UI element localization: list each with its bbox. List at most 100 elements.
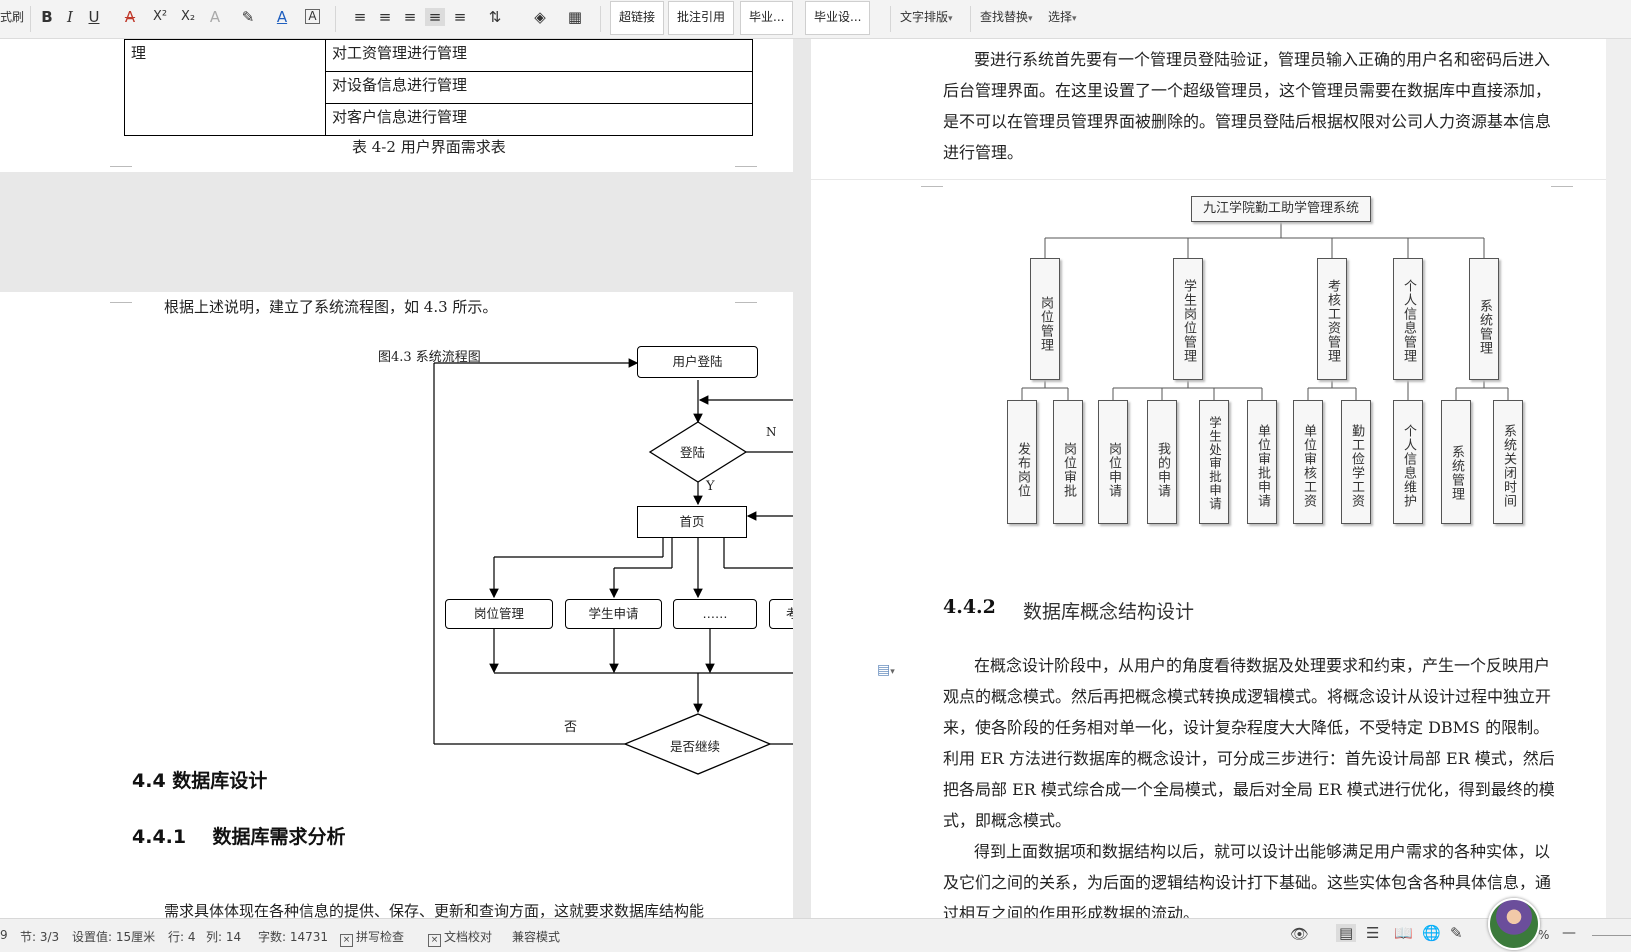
eye-protect-icon[interactable]: 👁 xyxy=(1290,925,1310,943)
page-1-bottom: 根据上述说明，建立了系统流程图，如 4.3 所示。 图4.3 系统流程图 xyxy=(0,292,793,918)
requirements-table: 理 对工资管理进行管理 对设备信息进行管理 对客户信息进行管理 xyxy=(124,39,753,136)
text-layout-label: 文字排版 xyxy=(900,10,949,24)
highlight-icon[interactable]: ✎ xyxy=(241,8,255,26)
justify-icon[interactable]: ≡ xyxy=(425,8,445,26)
flow-node-user-login: 用户登陆 xyxy=(637,346,758,378)
heading-4-4: 4.4 数据库设计 xyxy=(132,770,268,792)
body-paragraph: 过相互之间的作用形成数据的流动。 xyxy=(943,904,1200,918)
style-thesis-1[interactable]: 毕业... xyxy=(740,1,794,35)
body-paragraph: 进行管理。 xyxy=(943,143,1024,162)
body-paragraph: 要进行系统首先要有一个管理员登陆验证，管理员输入正确的用户名和密码后进入 xyxy=(974,50,1551,69)
body-paragraph: 及它们之间的关系，为后面的逻辑结构设计打下基础。这些实体包含各种具体信息，通 xyxy=(943,873,1552,892)
flow-label-no: N xyxy=(766,425,777,439)
align-left-icon[interactable]: ≡ xyxy=(353,8,367,26)
page-corner-mark xyxy=(735,166,757,172)
table-cell: 对工资管理进行管理 xyxy=(325,39,753,72)
italic-button[interactable]: I xyxy=(67,8,73,26)
toolbar-divider xyxy=(600,6,601,32)
page-corner-mark xyxy=(921,180,943,187)
find-replace-label: 查找替换 xyxy=(980,10,1029,24)
compat-mode: 兼容模式 xyxy=(512,930,561,944)
setting-value[interactable]: 设置值: 15厘米 xyxy=(72,930,156,944)
page-number[interactable]: 9 xyxy=(0,928,8,942)
spell-check-button[interactable]: ×拼写检查 xyxy=(340,928,404,947)
chevron-down-icon: ▾ xyxy=(890,667,895,677)
heading-4-4-2-number: 4.4.2 xyxy=(943,596,996,618)
proofread-button[interactable]: ×文档校对 xyxy=(428,928,492,947)
heading-4-4-1: 4.4.1 数据库需求分析 xyxy=(132,826,346,848)
web-view-icon[interactable]: 🌐 xyxy=(1422,924,1441,942)
org-mid-node: 学生岗位管理 xyxy=(1173,258,1203,380)
chevron-down-icon: ▾ xyxy=(1028,14,1033,24)
org-leaf-node: 勤工俭学工资 xyxy=(1341,400,1371,524)
vertical-scrollbar[interactable] xyxy=(1606,39,1631,918)
text-layout-button[interactable]: 文字排版▾ xyxy=(900,6,953,28)
row-indicator: 行: 4 xyxy=(168,930,196,944)
page-corner-mark xyxy=(735,294,757,303)
format-painter-button[interactable]: 式刷 xyxy=(0,10,25,24)
section-indicator[interactable]: 节: 3/3 xyxy=(20,930,60,944)
line-spacing-icon[interactable]: ⇅ xyxy=(488,8,502,26)
chevron-down-icon: ▾ xyxy=(1072,14,1077,24)
char-border-icon[interactable]: A xyxy=(305,9,320,24)
table-cell: 对客户信息进行管理 xyxy=(325,103,753,136)
page-2-main: 九江学院勤工助学管理系统 岗位管理 学生岗位管理 考核工资管理 个人信息管理 系… xyxy=(811,180,1606,918)
page-1-top: 理 对工资管理进行管理 对设备信息进行管理 对客户信息进行管理 表 4-2 用户… xyxy=(0,39,793,172)
distribute-icon[interactable]: ≡ xyxy=(453,8,467,26)
strikethrough-button[interactable]: A xyxy=(124,8,136,26)
page-view-icon[interactable]: ▤ xyxy=(1336,924,1357,942)
align-center-icon[interactable]: ≡ xyxy=(378,8,392,26)
org-mid-node: 个人信息管理 xyxy=(1393,258,1423,380)
toolbar-divider xyxy=(970,6,971,32)
find-replace-button[interactable]: 查找替换▾ xyxy=(980,6,1033,28)
org-leaf-node: 个人信息维护 xyxy=(1393,400,1423,524)
org-mid-node: 岗位管理 xyxy=(1030,258,1060,380)
table-cell: 理 xyxy=(124,39,326,136)
flow-node-login: 登陆 xyxy=(680,445,706,460)
org-leaf-node: 学生处审批申请 xyxy=(1199,400,1229,524)
column-indicator: 列: 14 xyxy=(206,930,242,944)
bold-button[interactable]: B xyxy=(41,8,53,26)
zoom-level[interactable]: % xyxy=(1538,928,1550,942)
zoom-slider[interactable] xyxy=(1592,935,1631,936)
align-right-icon[interactable]: ≡ xyxy=(403,8,417,26)
underline-button[interactable]: U xyxy=(88,8,100,26)
text-effect-icon[interactable]: A xyxy=(209,8,221,26)
zoom-out-icon[interactable]: — xyxy=(1562,925,1576,941)
pen-icon[interactable]: ✎ xyxy=(1450,924,1463,942)
style-comment-ref[interactable]: 批注引用 xyxy=(668,1,735,35)
flow-node-ellipsis: …… xyxy=(673,599,757,629)
shading-icon[interactable]: ◈ xyxy=(534,8,546,26)
page-corner-mark xyxy=(110,166,132,172)
reading-view-icon[interactable]: 📖 xyxy=(1394,924,1413,942)
body-paragraph: 后台管理界面。在这里设置了一个超级管理员，这个管理员需要在数据库中直接添加， xyxy=(943,81,1552,100)
chevron-down-icon: ▾ xyxy=(948,14,953,24)
body-paragraph: 把各局部 ER 模式综合成一个全局模式，最后对全局 ER 模式进行优化，得到最终… xyxy=(943,780,1555,799)
select-button[interactable]: 选择▾ xyxy=(1048,6,1077,28)
word-count[interactable]: 字数: 14731 xyxy=(258,930,329,944)
flowchart-lines xyxy=(433,358,793,775)
subscript-button[interactable]: X₂ xyxy=(180,9,196,24)
org-leaf-node: 系统关闭时间 xyxy=(1493,400,1523,524)
flow-label-negative: 否 xyxy=(564,720,578,735)
style-thesis-2[interactable]: 毕业设... xyxy=(805,1,871,35)
proofread-label: 文档校对 xyxy=(444,930,493,944)
toolbar-divider xyxy=(890,6,891,32)
body-paragraph: 式，即概念模式。 xyxy=(943,811,1072,830)
paragraph-handle-icon[interactable]: ▤▾ xyxy=(877,662,895,678)
body-paragraph: 得到上面数据项和数据结构以后，就可以设计出能够满足用户需求的各种实体，以 xyxy=(974,842,1551,861)
superscript-button[interactable]: X² xyxy=(152,9,168,24)
outline-view-icon[interactable]: ☰ xyxy=(1366,924,1380,942)
body-paragraph: 来，使各阶段的任务相对单一化，设计复杂程度大大降低，不受特定 DBMS 的限制。 xyxy=(943,718,1550,737)
body-paragraph: 利用 ER 方法进行数据库的概念设计，可分成三步进行：首先设计局部 ER 模式，… xyxy=(943,749,1555,768)
borders-icon[interactable]: ▦ xyxy=(567,8,583,26)
style-hyperlink[interactable]: 超链接 xyxy=(610,1,665,35)
close-icon: × xyxy=(340,934,353,947)
avatar[interactable] xyxy=(1488,898,1540,950)
figure-title: 图4.3 系统流程图 xyxy=(378,350,481,365)
table-caption: 表 4-2 用户界面需求表 xyxy=(352,138,506,156)
font-color-button[interactable]: A xyxy=(276,8,288,26)
org-leaf-node: 单位审批申请 xyxy=(1247,400,1277,524)
org-chart-lines xyxy=(1021,222,1509,400)
table-cell: 对设备信息进行管理 xyxy=(325,71,753,104)
